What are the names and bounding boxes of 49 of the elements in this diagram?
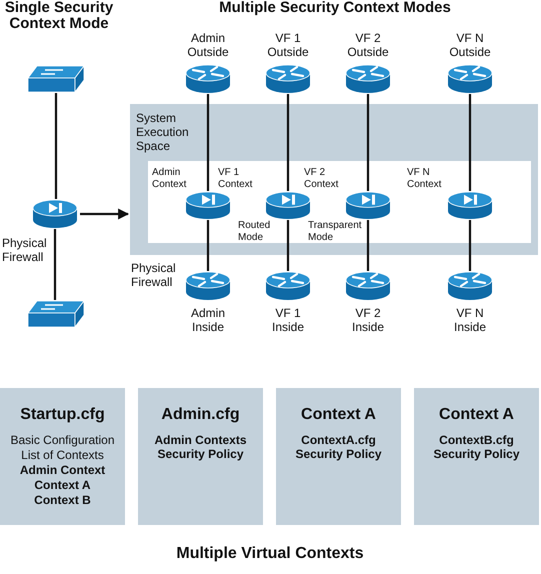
connector-line xyxy=(54,93,58,199)
router-label: VF 2 Outside xyxy=(346,32,390,60)
router-label: VF 1 Outside xyxy=(266,32,310,60)
connector-line xyxy=(468,94,472,191)
section-heading: Single Security Context Mode xyxy=(4,0,114,32)
config-heading: Admin.cfg xyxy=(160,406,241,424)
config-text: ContextB.cfg Security Policy xyxy=(432,434,521,462)
connector-line xyxy=(366,220,370,271)
panel-title: System Execution Space xyxy=(136,112,190,154)
connector-line xyxy=(206,94,210,191)
config-panel xyxy=(138,388,263,525)
connector-line xyxy=(366,94,370,191)
config-text: Admin Contexts Security Policy xyxy=(153,434,248,462)
mode-label: Routed Mode xyxy=(238,220,272,243)
arrow xyxy=(80,208,130,220)
router-label: VF N Inside xyxy=(452,307,488,335)
config-heading: Startup.cfg xyxy=(19,406,106,424)
system-execution-panel xyxy=(130,104,538,255)
context-label: VF N Context xyxy=(407,167,442,190)
config-panel xyxy=(0,388,125,525)
router-label: VF 1 Inside xyxy=(270,307,306,335)
config-text: List of Contexts xyxy=(20,449,105,463)
connector-line xyxy=(54,229,56,300)
context-band xyxy=(148,161,531,243)
mode-label: Transparent Mode xyxy=(308,220,363,243)
router-label: Admin Inside xyxy=(190,307,226,335)
config-panel xyxy=(276,388,401,525)
config-text: Admin Context xyxy=(18,464,106,478)
router-label: Admin Outside xyxy=(186,32,230,60)
router-label: VF 2 Inside xyxy=(350,307,386,335)
config-text: Context A xyxy=(33,479,92,493)
connector-line xyxy=(206,220,210,271)
connector-line xyxy=(286,220,290,271)
connector-line xyxy=(468,220,472,271)
diagram-caption: Multiple Virtual Contexts xyxy=(175,545,365,564)
firewall-label: Physical Firewall xyxy=(131,262,177,290)
config-heading: Context A xyxy=(300,406,377,424)
config-text: ContextA.cfg Security Policy xyxy=(294,434,383,462)
firewall-label: Physical Firewall xyxy=(2,237,48,265)
context-label: Admin Context xyxy=(152,167,188,190)
config-text: Context B xyxy=(33,494,92,508)
context-label: VF 2 Context xyxy=(304,167,340,190)
context-label: VF 1 Context xyxy=(218,167,254,190)
diagram-title: Multiple Security Context Modes xyxy=(218,0,452,16)
router-label: VF N Outside xyxy=(448,32,492,60)
connector-line xyxy=(286,94,290,191)
config-heading: Context A xyxy=(438,406,515,424)
config-text: Basic Configuration xyxy=(10,434,115,448)
config-panel xyxy=(414,388,539,525)
